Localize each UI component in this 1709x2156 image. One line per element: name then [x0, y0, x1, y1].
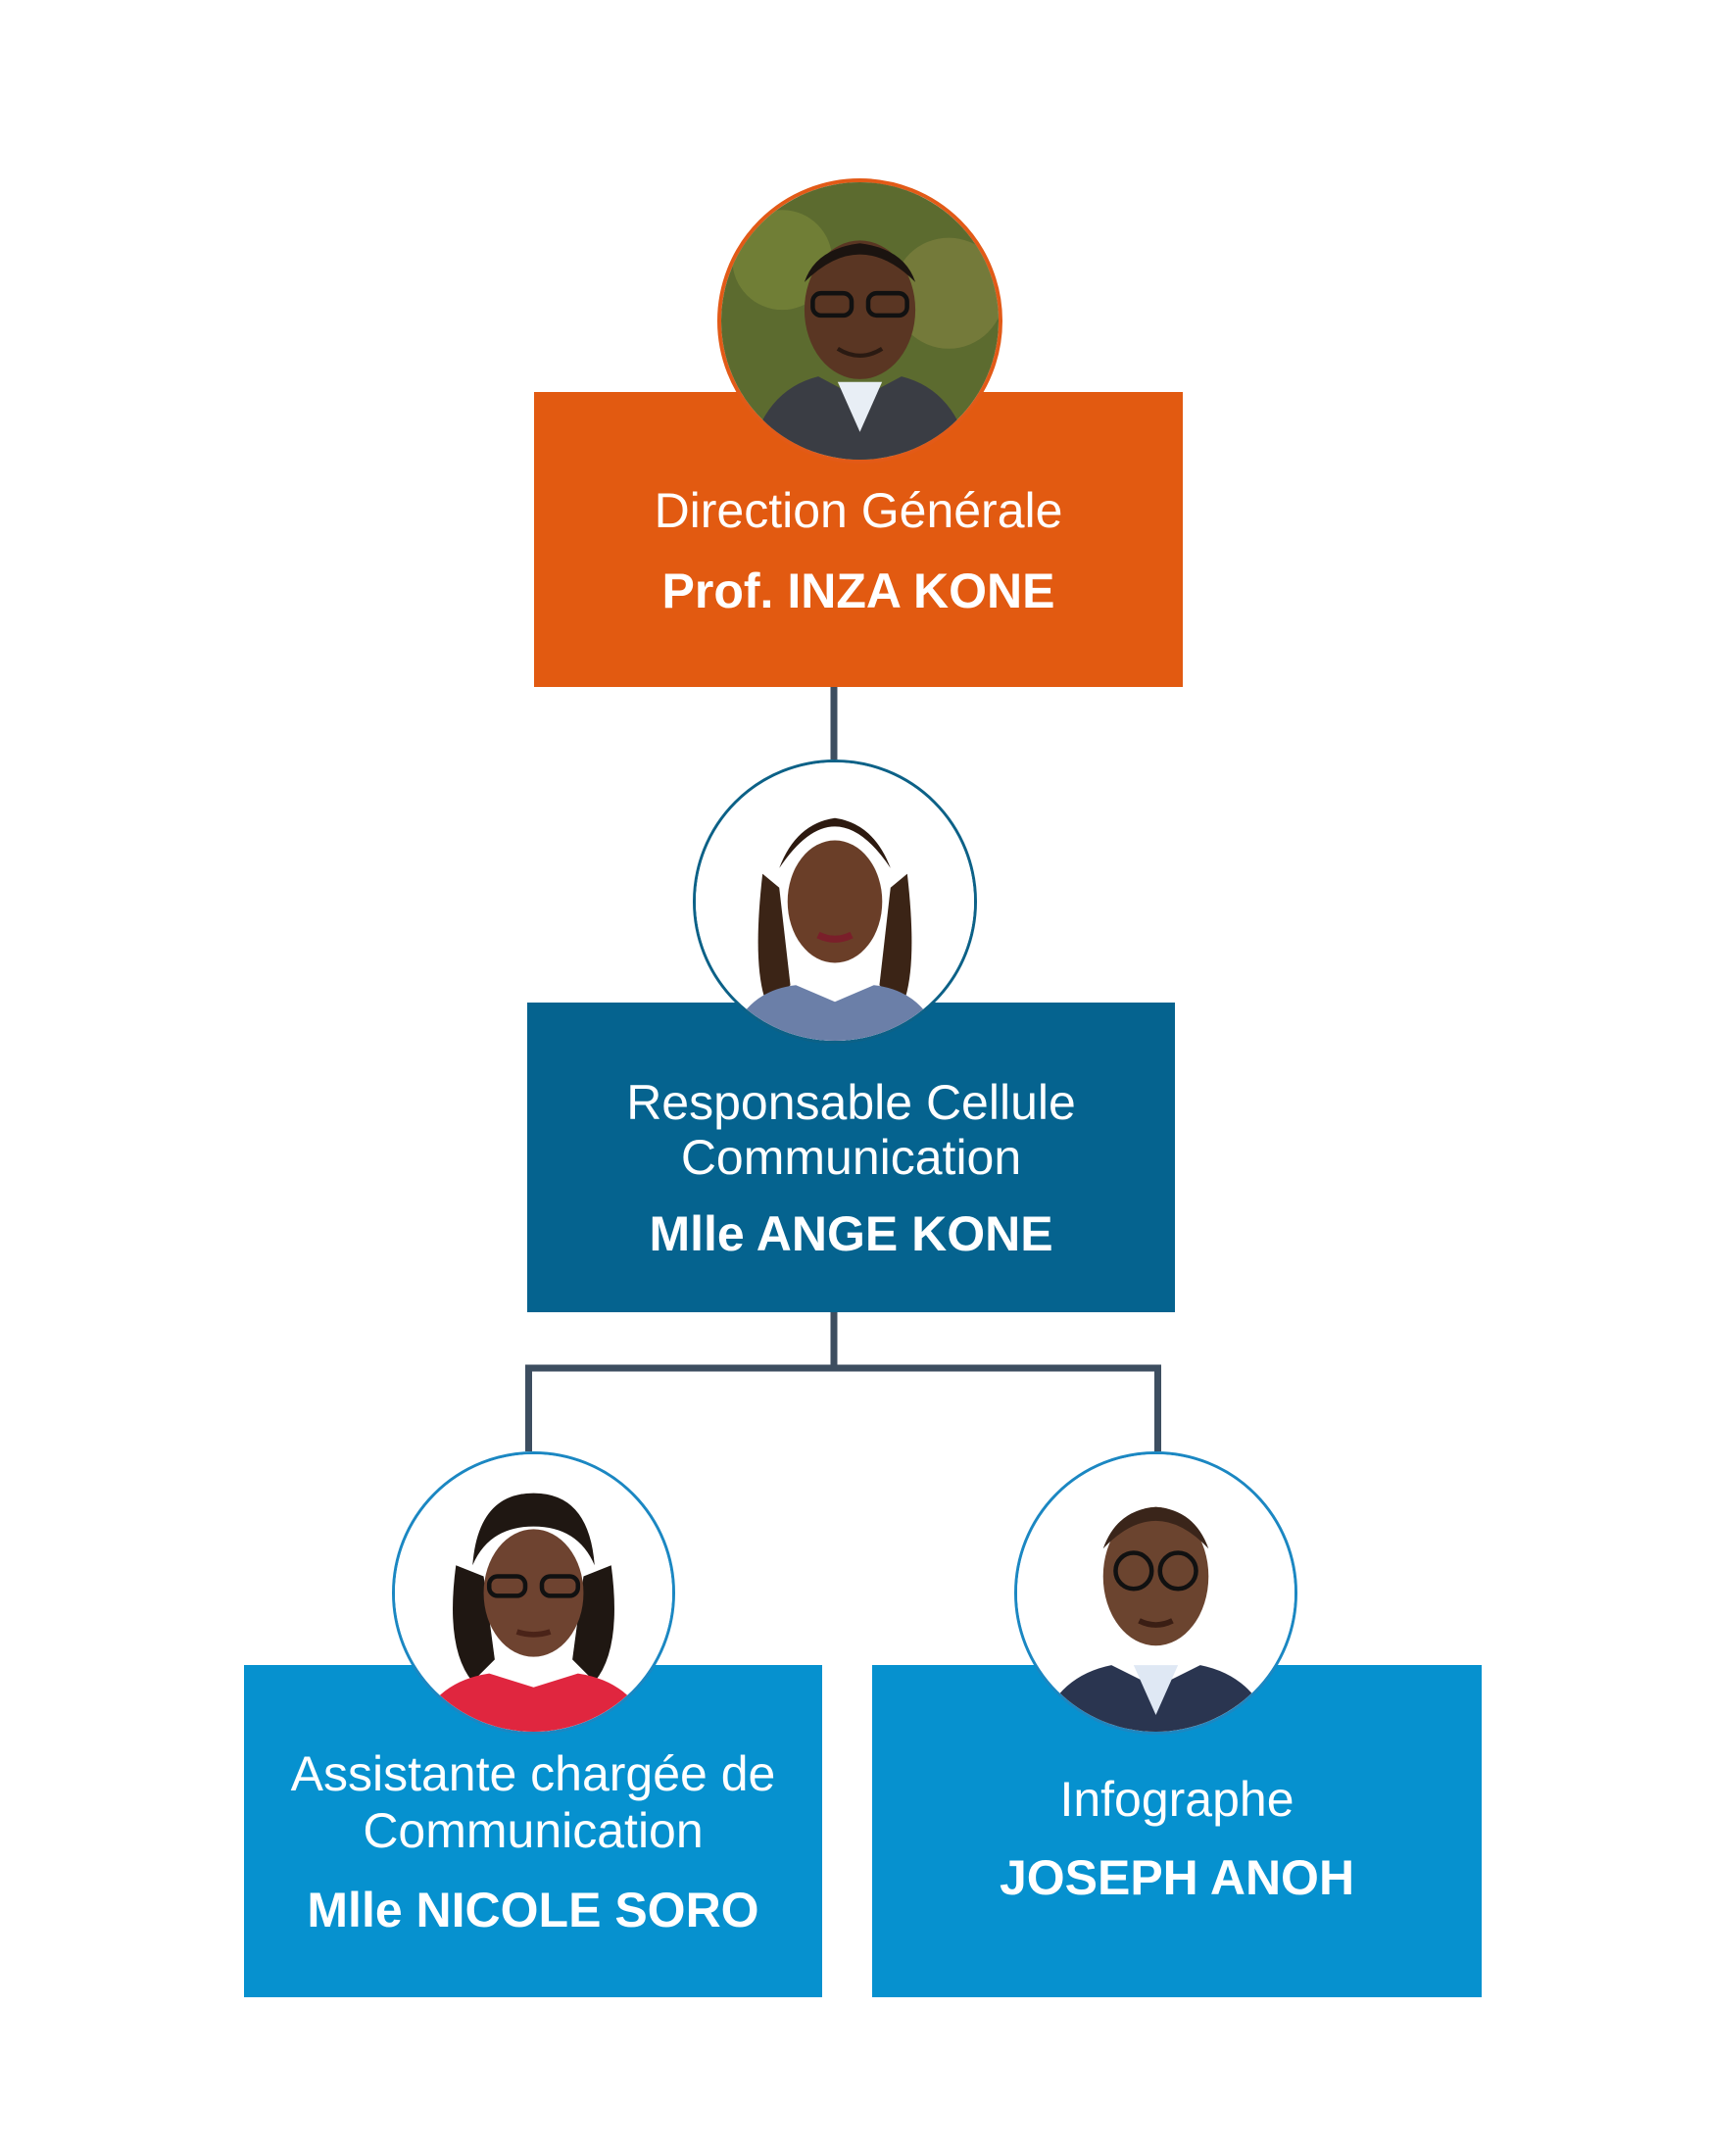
node-name-direction: Prof. INZA KONE [661, 564, 1055, 618]
node-assistante-communication: Assistante chargée de Communication Mlle… [244, 1665, 822, 1997]
node-name-responsable: Mlle ANGE KONE [649, 1206, 1053, 1261]
node-role-infographe: Infographe [1059, 1772, 1294, 1827]
person-photo-icon [696, 762, 974, 1041]
person-photo-icon [395, 1454, 672, 1732]
node-name-infographe: JOSEPH ANOH [999, 1850, 1355, 1905]
node-role-direction: Direction Générale [654, 483, 1063, 538]
portrait-assistante [392, 1451, 675, 1735]
node-role-responsable: Responsable Cellule Communication [626, 1075, 1076, 1185]
node-responsable-cellule: Responsable Cellule Communication Mlle A… [527, 1003, 1175, 1312]
person-photo-icon [721, 182, 999, 460]
node-name-assistante: Mlle NICOLE SORO [307, 1883, 759, 1937]
portrait-direction [717, 178, 1002, 464]
person-photo-icon [1017, 1454, 1294, 1732]
node-role-assistante: Assistante chargée de Communication [290, 1746, 776, 1858]
portrait-responsable [693, 760, 977, 1044]
portrait-infographe [1014, 1451, 1297, 1735]
